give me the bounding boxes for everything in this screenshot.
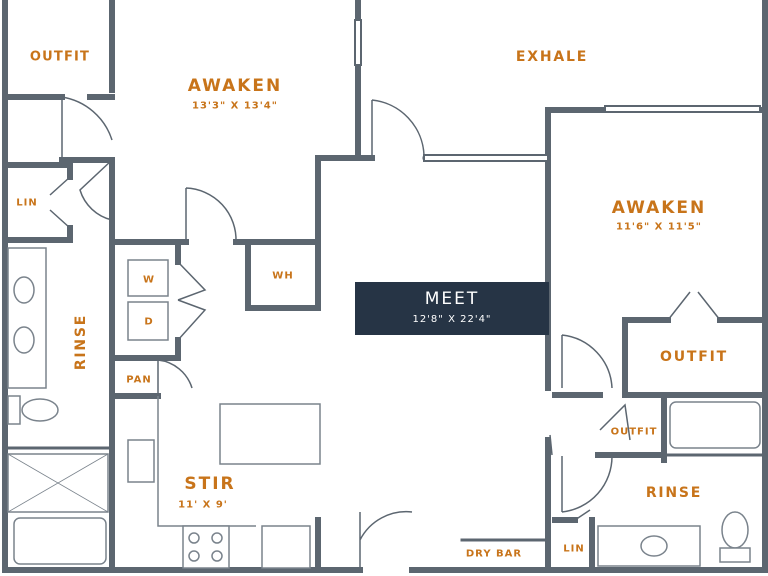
room-stir: STIR bbox=[184, 474, 236, 494]
window-awaken-right bbox=[604, 105, 761, 113]
room-pan: PAN bbox=[126, 374, 152, 386]
door-entry bbox=[359, 510, 413, 570]
toilet-left-bowl bbox=[21, 398, 59, 422]
room-rinse-left: RINSE bbox=[73, 313, 89, 371]
sink-right bbox=[640, 535, 668, 557]
fridge bbox=[261, 525, 311, 569]
door-outfit-right bbox=[667, 291, 721, 321]
room-awaken-right-dimensions: 11'6" X 11'5" bbox=[616, 221, 702, 233]
toilet-right-tank bbox=[719, 547, 751, 563]
vanity-left bbox=[7, 247, 47, 389]
room-wh: WH bbox=[272, 270, 294, 282]
room-outfit-right: OUTFIT bbox=[660, 349, 728, 365]
door-lin-right bbox=[574, 509, 591, 521]
toilet-left-tank bbox=[7, 395, 21, 425]
door-jamb bbox=[549, 434, 553, 456]
sink-left-b bbox=[13, 326, 35, 354]
window-awaken-left bbox=[354, 19, 362, 66]
door-lin-left bbox=[49, 176, 71, 229]
room-awaken-right: AWAKEN bbox=[611, 198, 707, 218]
room-exhale: EXHALE bbox=[515, 49, 589, 65]
range bbox=[182, 525, 230, 569]
burner-1 bbox=[188, 532, 200, 544]
door-corridor bbox=[79, 159, 113, 221]
shower-drain-lines bbox=[7, 453, 109, 513]
room-dry-bar: DRY BAR bbox=[465, 548, 523, 560]
room-meet-dimensions: 12'8" X 22'4" bbox=[412, 314, 492, 325]
burner-3 bbox=[188, 550, 200, 562]
door-outfit-small bbox=[599, 403, 631, 441]
room-meet-highlight: MEET 12'8" X 22'4" bbox=[355, 282, 549, 335]
room-rinse-right: RINSE bbox=[645, 485, 703, 501]
door-pan bbox=[157, 359, 193, 396]
tub-right bbox=[669, 401, 761, 449]
kitchen-sink bbox=[127, 439, 155, 483]
door-laundry-bifold bbox=[177, 261, 207, 341]
window-exhale bbox=[423, 154, 549, 162]
burner-2 bbox=[211, 532, 223, 544]
washer bbox=[127, 259, 169, 297]
room-lin-right: LIN bbox=[563, 543, 585, 555]
door-outfit-left bbox=[61, 96, 113, 160]
door-laundry-top bbox=[185, 187, 237, 243]
fixture-washer-label: W bbox=[142, 274, 156, 286]
fixtures bbox=[7, 247, 761, 569]
sink-left-a bbox=[13, 276, 35, 304]
tub-left bbox=[13, 517, 107, 565]
room-outfit-small: OUTFIT bbox=[610, 426, 658, 438]
room-meet: MEET bbox=[424, 289, 480, 309]
room-awaken-left: AWAKEN bbox=[187, 76, 283, 96]
door-awaken-right bbox=[561, 334, 613, 389]
burner-4 bbox=[211, 550, 223, 562]
room-awaken-left-dimensions: 13'3" X 13'4" bbox=[192, 100, 278, 112]
door-exhale bbox=[371, 99, 425, 158]
wall-wh bbox=[245, 239, 321, 311]
dryer bbox=[127, 301, 169, 341]
door-rinse-right bbox=[561, 455, 613, 513]
fixture-dryer-label: D bbox=[144, 316, 154, 328]
room-stir-dimensions: 11' X 9' bbox=[178, 499, 228, 511]
doors bbox=[49, 96, 721, 570]
room-lin-left: LIN bbox=[16, 197, 38, 209]
windows bbox=[354, 19, 761, 162]
kitchen-island bbox=[219, 403, 321, 465]
room-outfit-top-left: OUTFIT bbox=[29, 49, 91, 65]
toilet-right-bowl bbox=[721, 511, 749, 549]
